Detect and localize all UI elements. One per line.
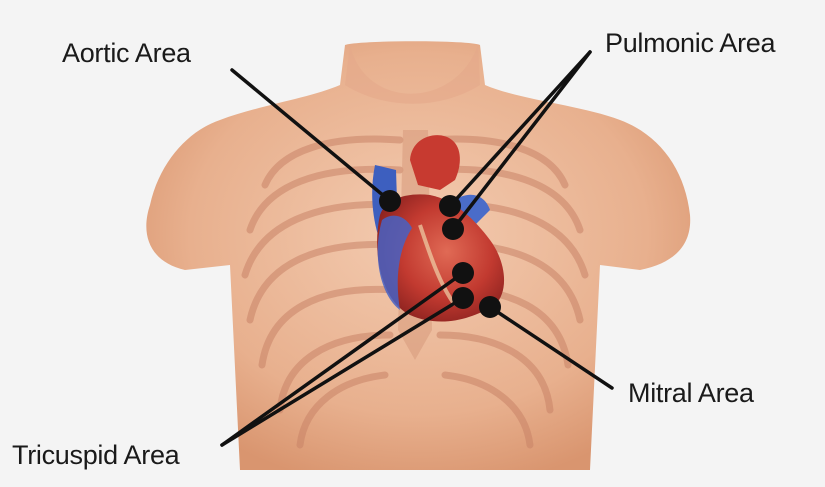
aortic-area-label: Aortic Area — [62, 38, 191, 68]
tricuspid-area-label: Tricuspid Area — [12, 440, 180, 470]
pulmonic-marker-lower — [442, 218, 464, 240]
aortic-arch — [410, 135, 460, 190]
tricuspid-marker-upper — [452, 262, 474, 284]
tricuspid-marker-lower — [452, 287, 474, 309]
pulmonic-marker-upper — [439, 195, 461, 217]
mitral-area-label: Mitral Area — [628, 378, 754, 408]
pointer-lines — [220, 50, 614, 447]
aortic-pointer-line — [230, 68, 392, 203]
mitral-marker — [479, 296, 501, 318]
mitral-pointer-line — [488, 305, 614, 390]
neck — [345, 45, 480, 104]
right-heart — [377, 215, 412, 310]
pulmonic-pointer-line-lower — [451, 50, 592, 231]
markers — [379, 190, 501, 318]
tricuspid-pointer-line-lower — [220, 296, 465, 447]
tricuspid-pointer-line-upper — [220, 271, 465, 447]
aortic-marker — [379, 190, 401, 212]
pulmonic-area-label: Pulmonic Area — [605, 28, 776, 58]
pulmonic-pointer-line-upper — [448, 50, 592, 208]
coronary-vessel — [418, 224, 457, 307]
